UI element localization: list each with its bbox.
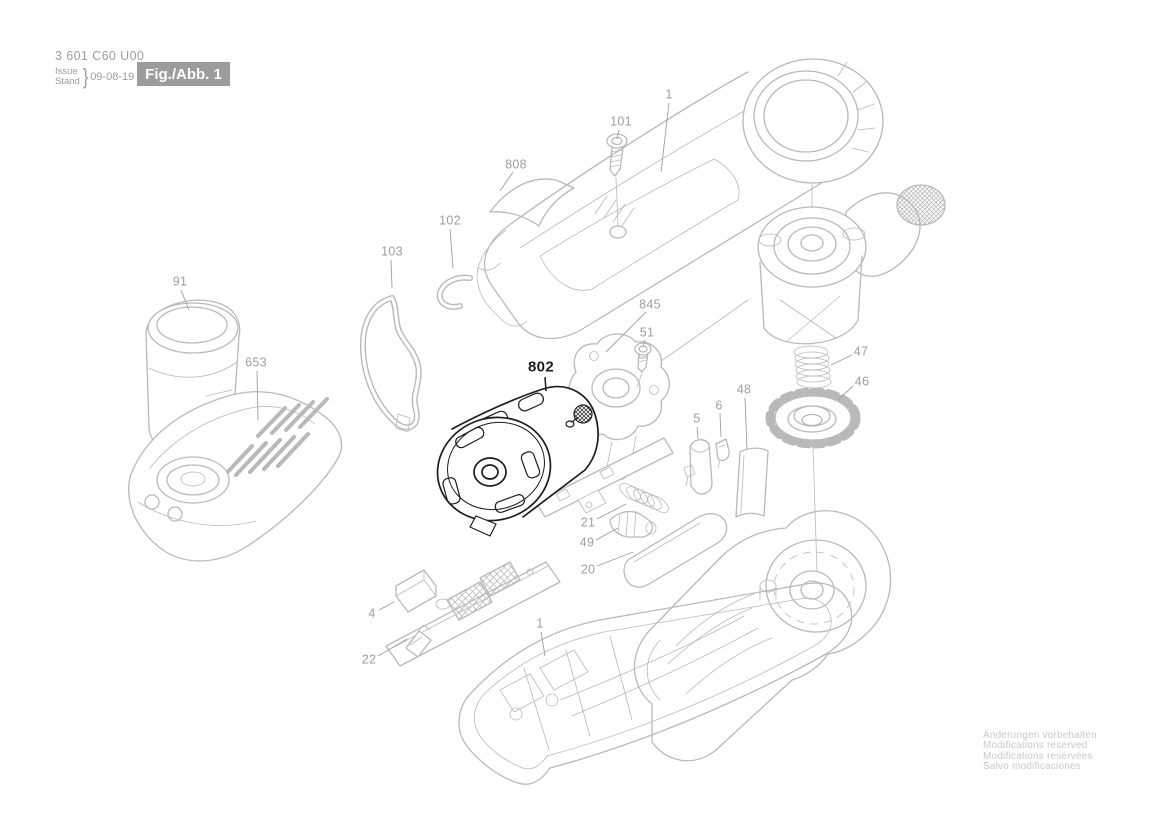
part-callout-51: 51 <box>639 325 655 340</box>
document-number: 3 601 C60 U00 <box>55 49 145 63</box>
plunger-49-drawing <box>609 510 657 538</box>
part-callout-46: 46 <box>854 374 870 389</box>
leader-line-808 <box>499 171 514 192</box>
part-callout-808: 808 <box>505 157 527 172</box>
issue-date: 09-08-19 <box>90 71 135 83</box>
leader-line-21 <box>596 503 627 520</box>
part-callout-22: 22 <box>361 652 377 667</box>
clip-22-drawing <box>405 624 432 658</box>
part-callout-6: 6 <box>715 398 723 413</box>
leader-line-802 <box>544 376 547 392</box>
part-callout-4: 4 <box>368 606 376 621</box>
leader-line-4 <box>378 601 395 611</box>
stand-label: Stand <box>55 76 80 87</box>
leader-line-47 <box>830 354 853 366</box>
part-callout-1: 1 <box>665 87 673 102</box>
leader-lines-layer <box>180 102 854 657</box>
spring-47-drawing <box>793 345 832 389</box>
footer-note-line: Salvo modificaciones <box>983 761 1081 773</box>
leader-line-48 <box>744 397 748 450</box>
part-callout-49: 49 <box>579 535 595 550</box>
part-callout-802: 802 <box>528 358 554 376</box>
footer-note-line: Modifications resérvées <box>983 750 1093 762</box>
leader-line-6 <box>719 412 722 438</box>
part-callout-845: 845 <box>639 297 661 312</box>
leader-line-5 <box>696 426 699 440</box>
part-callout-1: 1 <box>536 616 544 631</box>
leader-line-1 <box>540 631 546 657</box>
leader-line-22 <box>377 638 408 657</box>
footer-note-line: Änderungen vorbehalten <box>983 730 1097 741</box>
leader-line-653 <box>256 370 259 421</box>
leader-line-102 <box>449 228 454 269</box>
switch-strip-drawing <box>535 437 674 518</box>
gear-head-assembly-drawing <box>757 183 946 345</box>
label-sticker-808-drawing <box>489 178 575 227</box>
wire-bail-103-drawing <box>359 295 422 433</box>
part-callout-48: 48 <box>736 382 752 397</box>
gear-wheel-46-drawing <box>765 387 861 573</box>
issue-label: Issue <box>55 66 78 77</box>
part-callout-20: 20 <box>580 562 596 577</box>
right-housing-shell-drawing <box>633 510 892 762</box>
bottom-housing-shell-drawing <box>458 582 853 785</box>
part-callout-103: 103 <box>381 244 403 259</box>
brace-glyph: } <box>82 64 89 89</box>
button-5-drawing <box>683 439 713 495</box>
part-callout-5: 5 <box>693 411 701 426</box>
leader-line-1 <box>660 102 670 173</box>
spring-21-drawing <box>619 483 669 513</box>
leader-line-91 <box>180 289 190 311</box>
leader-line-103 <box>390 259 393 289</box>
latch-6-drawing <box>715 438 730 469</box>
clip-102-drawing <box>436 274 473 310</box>
title-block: 3 601 C60 U00 Issue Stand } 09-08-19 <box>55 49 144 90</box>
leader-line-845 <box>605 311 647 353</box>
part-callout-47: 47 <box>853 344 869 359</box>
leader-line-101 <box>616 129 620 140</box>
screw-101-drawing <box>606 133 628 227</box>
part-callout-653: 653 <box>245 355 267 370</box>
leader-line-46 <box>837 385 854 401</box>
part-callout-102: 102 <box>439 213 461 228</box>
leader-line-20 <box>596 551 634 567</box>
plate-48-drawing <box>735 447 769 518</box>
footer-note-line: Modifications reserved <box>983 740 1088 752</box>
lever-20-drawing <box>623 513 728 588</box>
leader-line-51 <box>642 339 646 348</box>
motor-802-drawing <box>436 385 599 537</box>
part-callout-91: 91 <box>172 274 188 289</box>
figure-label: Fig./Abb. 1 <box>137 62 230 86</box>
charger-653-drawing <box>127 391 343 562</box>
leader-line-49 <box>595 527 619 541</box>
upper-housing-drawing <box>476 58 884 340</box>
part-callout-21: 21 <box>580 515 596 530</box>
part-callout-101: 101 <box>610 114 632 129</box>
